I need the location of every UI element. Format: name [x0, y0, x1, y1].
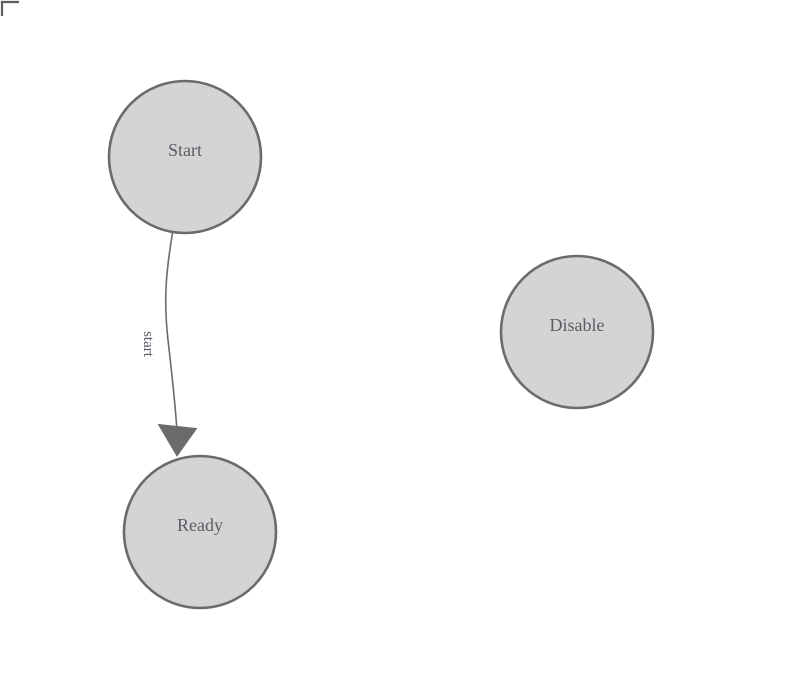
edge-arrowhead-icon [157, 423, 198, 457]
node-disable[interactable]: Disable [499, 254, 655, 410]
node-ready[interactable]: Ready [122, 454, 278, 610]
node-start[interactable]: Start [107, 79, 263, 235]
canvas-corner-mark [0, 0, 19, 16]
edge-line[interactable] [164, 232, 178, 433]
edge-label-start: start [140, 331, 156, 358]
node-start-circle[interactable] [107, 79, 263, 235]
node-ready-circle[interactable] [122, 454, 278, 610]
node-disable-circle[interactable] [499, 254, 655, 410]
edge-start-to-ready[interactable]: start [140, 232, 198, 457]
